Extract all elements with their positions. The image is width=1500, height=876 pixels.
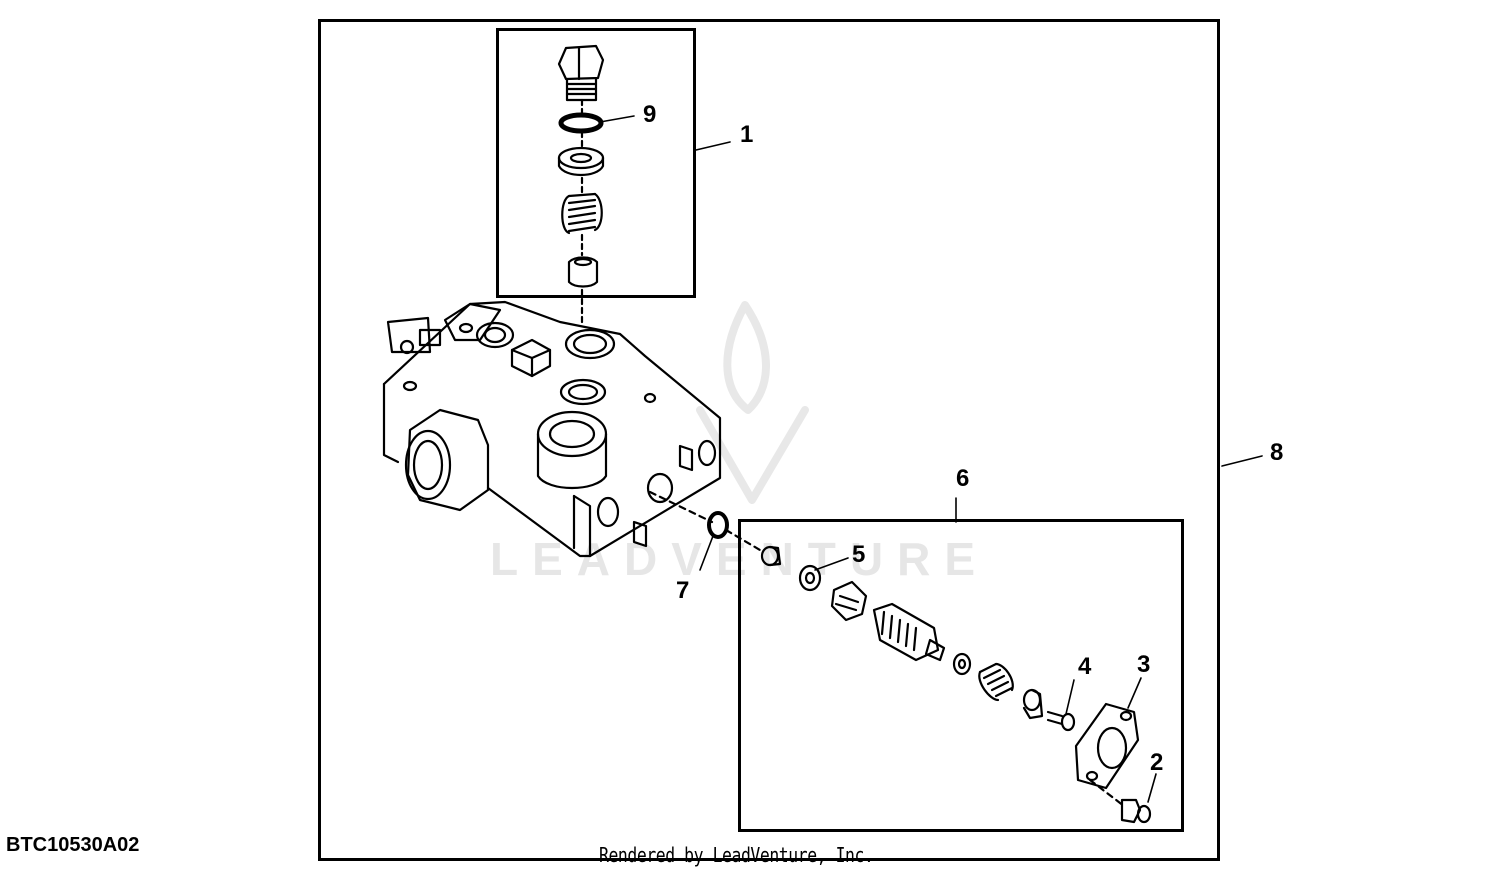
spool-end-cap-3	[1074, 702, 1140, 790]
port-fitting	[404, 408, 490, 512]
relief-poppet	[567, 256, 599, 288]
relief-cap-bolt	[557, 44, 605, 102]
leader-lines	[599, 115, 1263, 803]
spool-screw-4	[1046, 710, 1076, 732]
callout-3: 3	[1137, 651, 1150, 678]
spool-centerline	[648, 490, 1126, 808]
figure-code: BTC10530A02	[6, 834, 140, 856]
spool-group-frame	[738, 519, 1184, 832]
o-ring-9	[558, 112, 604, 134]
relief-washer	[557, 146, 605, 177]
watermark-logo	[696, 301, 809, 504]
spool-retainer	[1022, 688, 1044, 720]
credit-line: Rendered by LeadVenture, Inc.	[599, 843, 874, 867]
callout-2: 2	[1150, 749, 1163, 776]
spool-washer	[952, 652, 972, 676]
spool-body	[872, 602, 946, 662]
relief-spring	[561, 192, 603, 235]
callout-4: 4	[1078, 653, 1092, 680]
spool-detent	[830, 580, 868, 622]
outer-frame	[318, 19, 1220, 861]
callout-9: 9	[643, 101, 656, 128]
o-ring-7	[707, 511, 729, 539]
spool-cap-screw-2	[1120, 798, 1152, 824]
callout-8: 8	[1270, 439, 1283, 466]
callout-7: 7	[676, 577, 689, 604]
watermark-text: LEADVENTURE	[490, 533, 990, 585]
callout-6: 6	[956, 465, 969, 492]
callout-5: 5	[852, 541, 865, 568]
valve-body	[382, 300, 722, 558]
spool-cap	[760, 545, 782, 567]
relief-valve-group-frame	[496, 28, 696, 298]
spool-washer-5	[798, 564, 822, 592]
spool-spring	[978, 662, 1014, 702]
callout-1: 1	[740, 121, 753, 148]
